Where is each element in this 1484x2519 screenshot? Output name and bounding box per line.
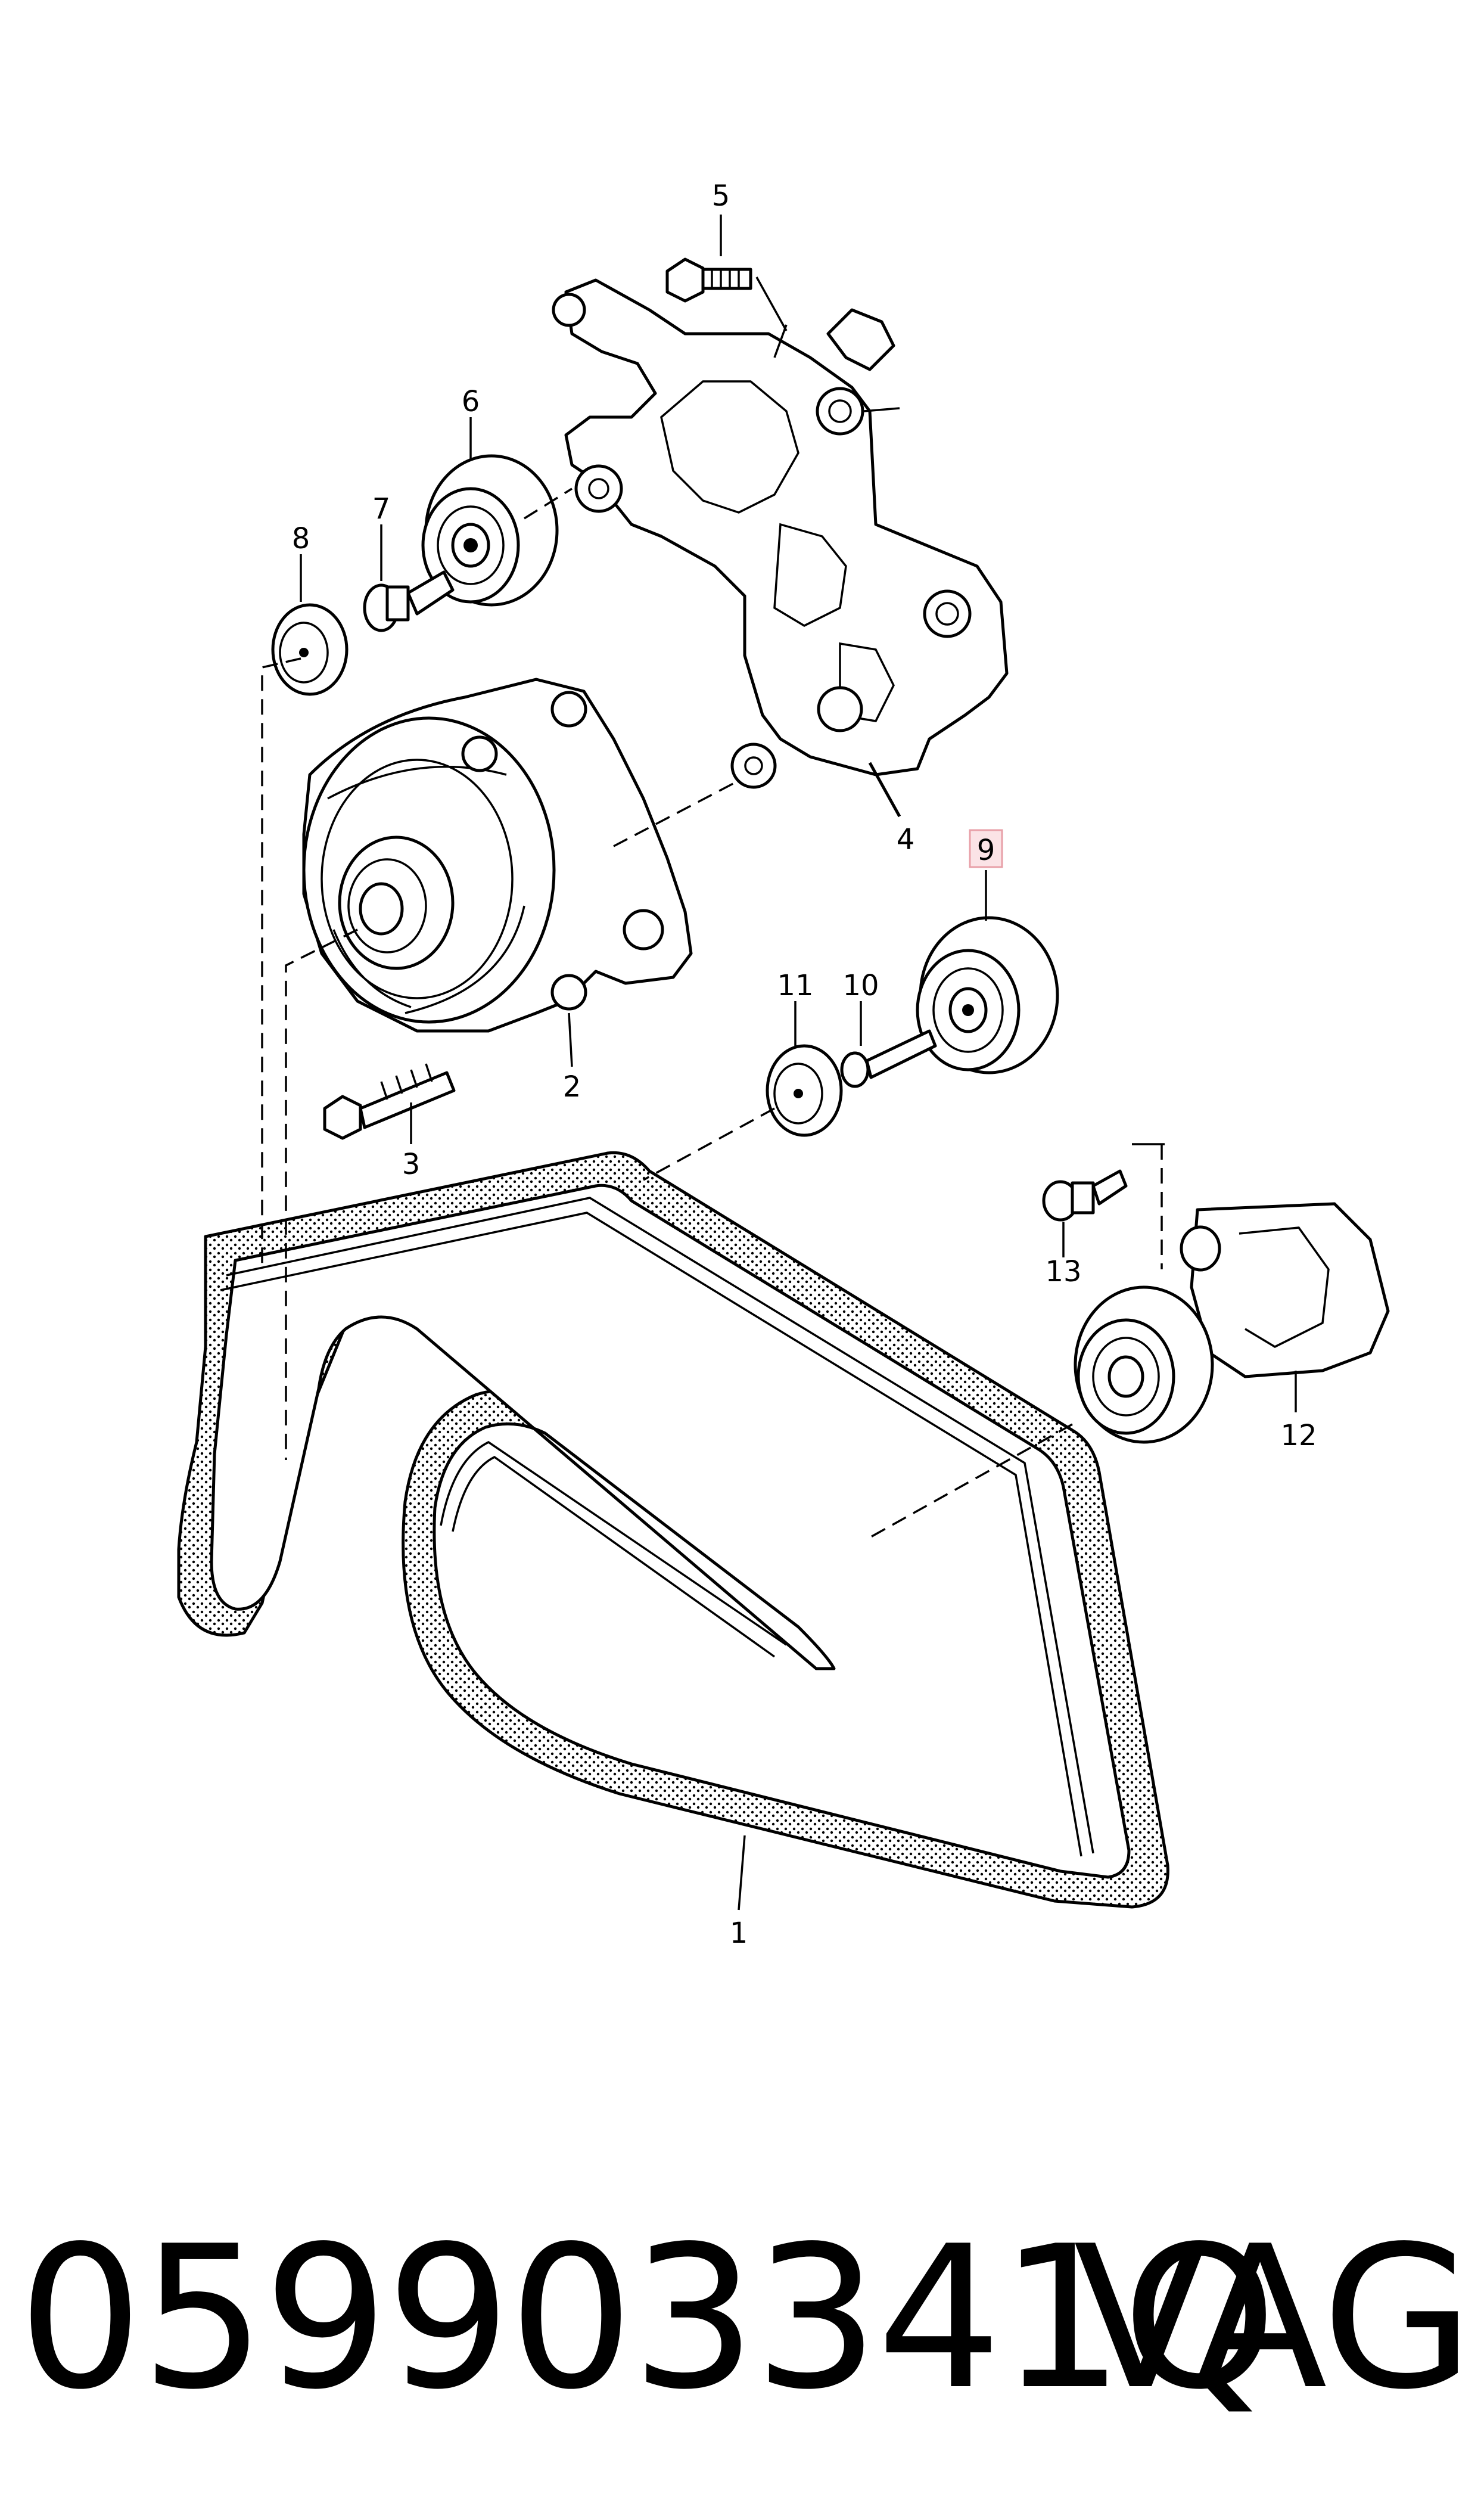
callout-11: 11: [777, 969, 813, 1002]
callout-13: 13: [1045, 1255, 1081, 1288]
pulley-6: [421, 417, 573, 607]
callout-9: 9: [977, 834, 995, 867]
cap-8: [261, 554, 349, 1263]
callout-6: 6: [462, 385, 480, 418]
bolt-13: [1042, 1143, 1165, 1257]
callout-4: 4: [897, 823, 915, 856]
callout-8: 8: [292, 522, 310, 555]
callout-7: 7: [372, 492, 391, 526]
callout-2: 2: [563, 1070, 581, 1104]
bolt-5: [665, 215, 788, 331]
bracket: [552, 278, 1009, 818]
callout-labels: 1 2 3 4 5 6 7 8 9 10 11 12 13: [292, 179, 1317, 1950]
part-number: 059903341Q: [18, 2204, 1277, 2433]
part-number-caption: 059903341Q VAG: [18, 2204, 1474, 2433]
callout-5: 5: [712, 179, 730, 213]
bolt-3: [323, 1063, 456, 1144]
ribbed-belt: [177, 1151, 1169, 1911]
pulley-9: [916, 829, 1059, 1074]
bolt-10: [840, 1001, 937, 1088]
cap-11: [643, 1001, 843, 1181]
callout-1: 1: [730, 1917, 748, 1950]
tensioner-12: [869, 1144, 1390, 1539]
callout-10: 10: [842, 969, 879, 1002]
exploded-parts-diagram: 1 2 3 4 5 6 7 8 9 10 11 12 13: [177, 179, 1390, 1950]
brand-name: VAG: [1073, 2204, 1474, 2433]
callout-12: 12: [1280, 1419, 1317, 1452]
bolt-7: [363, 524, 455, 632]
alternator: [285, 678, 739, 1460]
callout-3: 3: [402, 1148, 421, 1181]
